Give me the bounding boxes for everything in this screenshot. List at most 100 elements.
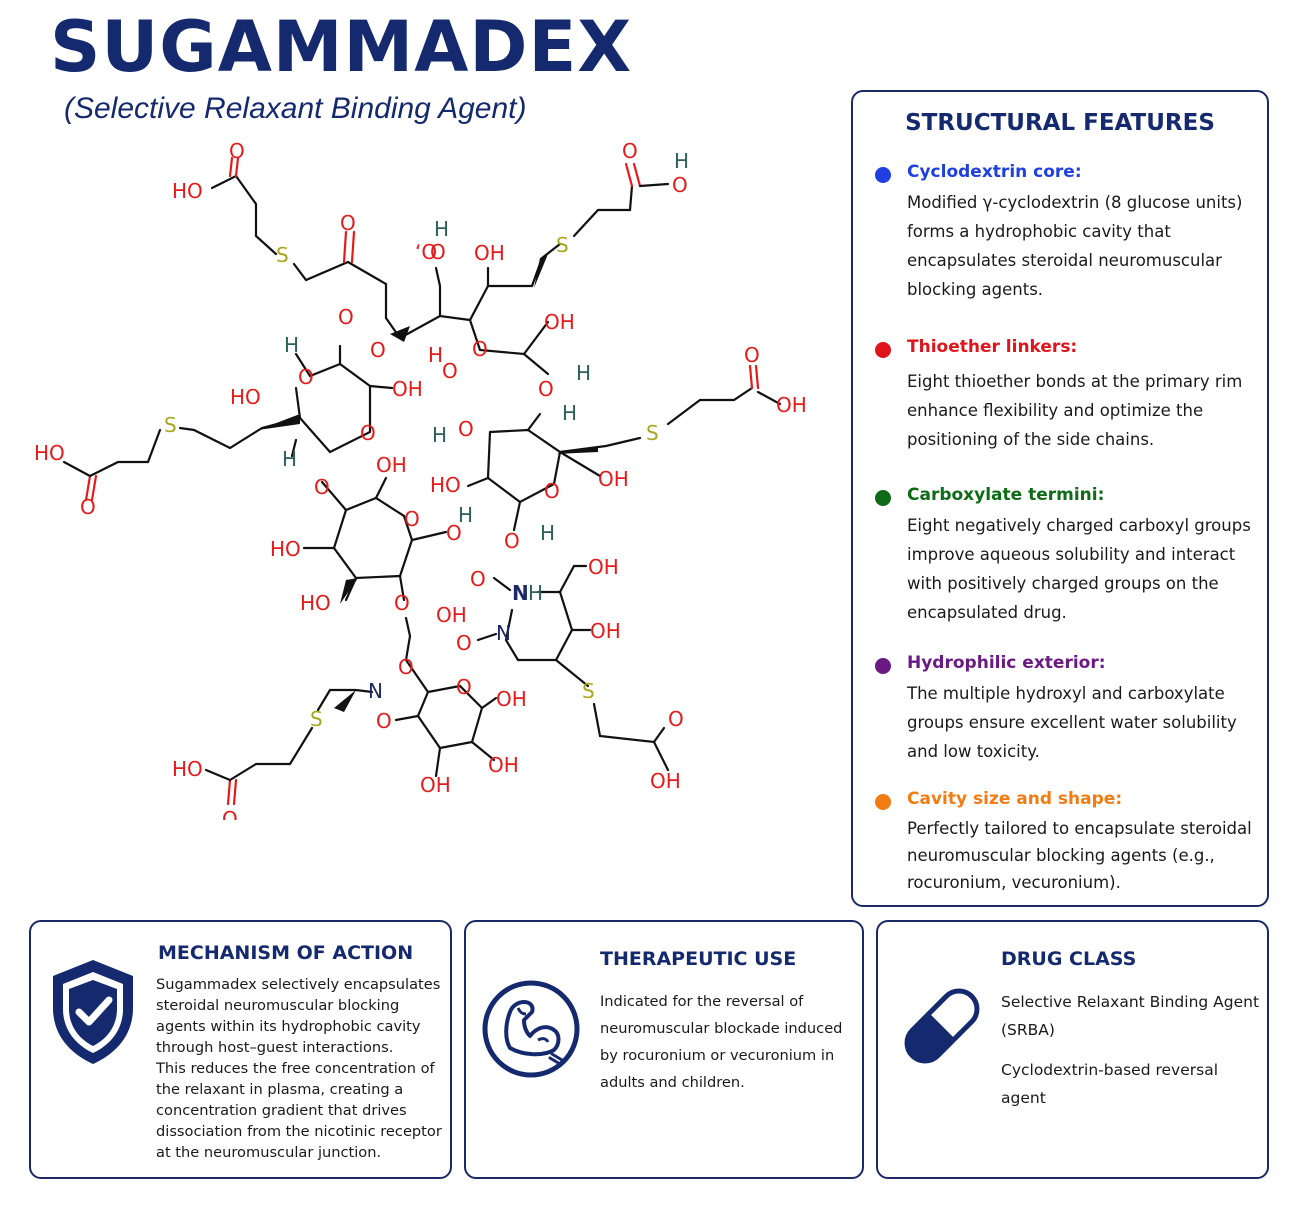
svg-text:H: H: [540, 521, 555, 545]
svg-text:H: H: [432, 423, 447, 447]
svg-text:S: S: [164, 413, 177, 437]
svg-text:OH: OH: [590, 619, 621, 643]
svg-text:ʻO: ʻO: [415, 240, 437, 264]
bullet-dot: [875, 490, 891, 506]
svg-text:O: O: [458, 417, 474, 441]
drug-class-title: DRUG CLASS: [1001, 948, 1137, 970]
features-title: STRUCTURAL FEATURES: [905, 110, 1215, 136]
svg-text:S: S: [310, 707, 323, 731]
mechanism-of-action-card: MECHANISM OF ACTION Sugammadex selective…: [29, 920, 452, 1179]
svg-text:H: H: [284, 333, 299, 357]
drug-class-line: Selective Relaxant Binding Agent: [1001, 993, 1260, 1011]
svg-text:H: H: [428, 343, 443, 367]
feature-heading: Cavity size and shape:: [907, 789, 1123, 809]
svg-text:OH: OH: [496, 687, 527, 711]
svg-text:O: O: [668, 707, 684, 731]
mechanism-line: the relaxant in plasma, creating a: [156, 1081, 404, 1098]
svg-text:O: O: [442, 359, 458, 383]
mechanism-line: steroidal neuromuscular blocking: [156, 997, 400, 1014]
svg-text:H: H: [674, 149, 689, 173]
svg-text:O: O: [229, 139, 245, 163]
svg-text:O: O: [456, 675, 472, 699]
feature-body: Eight negatively charged carboxyl groups…: [907, 516, 1251, 622]
bullet-dot: [875, 658, 891, 674]
svg-text:H: H: [434, 217, 449, 241]
svg-text:OH: OH: [588, 555, 619, 579]
svg-text:OH: OH: [436, 603, 467, 627]
mechanism-line: agents within its hydrophobic cavity: [156, 1018, 421, 1035]
svg-text:OH: OH: [598, 467, 629, 491]
therapeutic-line: neuromuscular blockade induced: [600, 1020, 843, 1037]
svg-text:O: O: [430, 240, 446, 264]
svg-text:OH: OH: [650, 769, 681, 793]
svg-text:O: O: [622, 139, 638, 163]
svg-text:N: N: [496, 621, 511, 645]
svg-text:S: S: [582, 679, 595, 703]
svg-text:HO: HO: [430, 473, 461, 497]
mechanism-line: dissociation from the nicotinic receptor: [156, 1123, 442, 1140]
drug-class-line: (SRBA): [1001, 1021, 1055, 1039]
bullet-dot: [875, 167, 891, 183]
svg-text:S: S: [276, 243, 289, 267]
therapeutic-use-card: THERAPEUTIC USE Indicated for the revers…: [464, 920, 864, 1179]
therapeutic-line: by rocuronium or vecuronium in: [600, 1047, 835, 1064]
shield-check-icon: [53, 960, 133, 1064]
svg-text:O: O: [472, 337, 488, 361]
svg-text:H: H: [562, 401, 577, 425]
svg-text:HO: HO: [230, 385, 261, 409]
svg-text:HO: HO: [172, 179, 203, 203]
svg-text:O: O: [314, 475, 330, 499]
svg-text:OH: OH: [776, 393, 807, 417]
page-title: SUGAMMADEX: [50, 6, 633, 88]
svg-text:O: O: [394, 591, 410, 615]
svg-text:OH: OH: [544, 310, 575, 334]
flexed-arm-icon: [482, 980, 580, 1078]
svg-text:O: O: [470, 567, 486, 591]
drug-class-line: Cyclodextrin-based reversal: [1001, 1061, 1218, 1079]
feature-body: The multiple hydroxyl and carboxylate gr…: [907, 684, 1237, 761]
therapeutic-text: Indicated for the reversal of neuromuscu…: [600, 988, 842, 1096]
mechanism-line: This reduces the free concentration of: [156, 1060, 435, 1077]
therapeutic-line: Indicated for the reversal of: [600, 993, 804, 1010]
svg-text:H: H: [528, 581, 543, 605]
svg-text:O: O: [338, 305, 354, 329]
feature-heading: Hydrophilic exterior:: [907, 653, 1106, 673]
molecule-bonds: [62, 156, 782, 806]
svg-text:S: S: [556, 233, 569, 257]
svg-text:O: O: [544, 479, 560, 503]
mechanism-line: through host–guest interactions.: [156, 1039, 394, 1056]
svg-text:HO: HO: [300, 591, 331, 615]
svg-text:O: O: [298, 365, 314, 389]
svg-text:O: O: [456, 631, 472, 655]
structural-features-panel: STRUCTURAL FEATURES Cyclodextrin core: M…: [851, 90, 1269, 907]
svg-text:H: H: [458, 503, 473, 527]
feature-heading: Thioether linkers:: [907, 337, 1078, 357]
svg-text:O: O: [744, 343, 760, 367]
page-subtitle: (Selective Relaxant Binding Agent): [64, 92, 527, 125]
svg-text:O: O: [222, 807, 238, 820]
mechanism-text: Sugammadex selectively encapsulates ster…: [156, 974, 442, 1163]
mechanism-line: concentration gradient that drives: [156, 1102, 407, 1119]
therapeutic-title: THERAPEUTIC USE: [600, 948, 797, 970]
feature-body: Eight thioether bonds at the primary rim…: [907, 372, 1243, 449]
bullet-dot: [875, 342, 891, 358]
feature-heading: Cyclodextrin core:: [907, 162, 1082, 182]
feature-heading: Carboxylate termini:: [907, 485, 1105, 505]
drug-class-text: Selective Relaxant Binding Agent (SRBA) …: [1001, 988, 1259, 1112]
svg-text:O: O: [504, 529, 520, 553]
svg-text:HO: HO: [270, 537, 301, 561]
capsule-icon: [904, 988, 980, 1064]
svg-text:OH: OH: [376, 453, 407, 477]
svg-text:H: H: [282, 447, 297, 471]
feature-body: Modified γ-cyclodextrin (8 glucose units…: [907, 193, 1243, 299]
svg-text:O: O: [446, 521, 462, 545]
svg-text:N: N: [512, 581, 529, 605]
sugammadex-structure-diagram: HO O O O O ʻO O OH O O OH H O O O HO OH …: [34, 139, 807, 820]
mechanism-line: at the neuromuscular junction.: [156, 1144, 382, 1161]
drug-class-card: DRUG CLASS Selective Relaxant Binding Ag…: [876, 920, 1269, 1179]
svg-text:OH: OH: [420, 773, 451, 797]
drug-class-spacer: [1001, 1044, 1259, 1056]
svg-text:OH: OH: [474, 241, 505, 265]
svg-text:S: S: [646, 421, 659, 445]
svg-text:O: O: [538, 377, 554, 401]
